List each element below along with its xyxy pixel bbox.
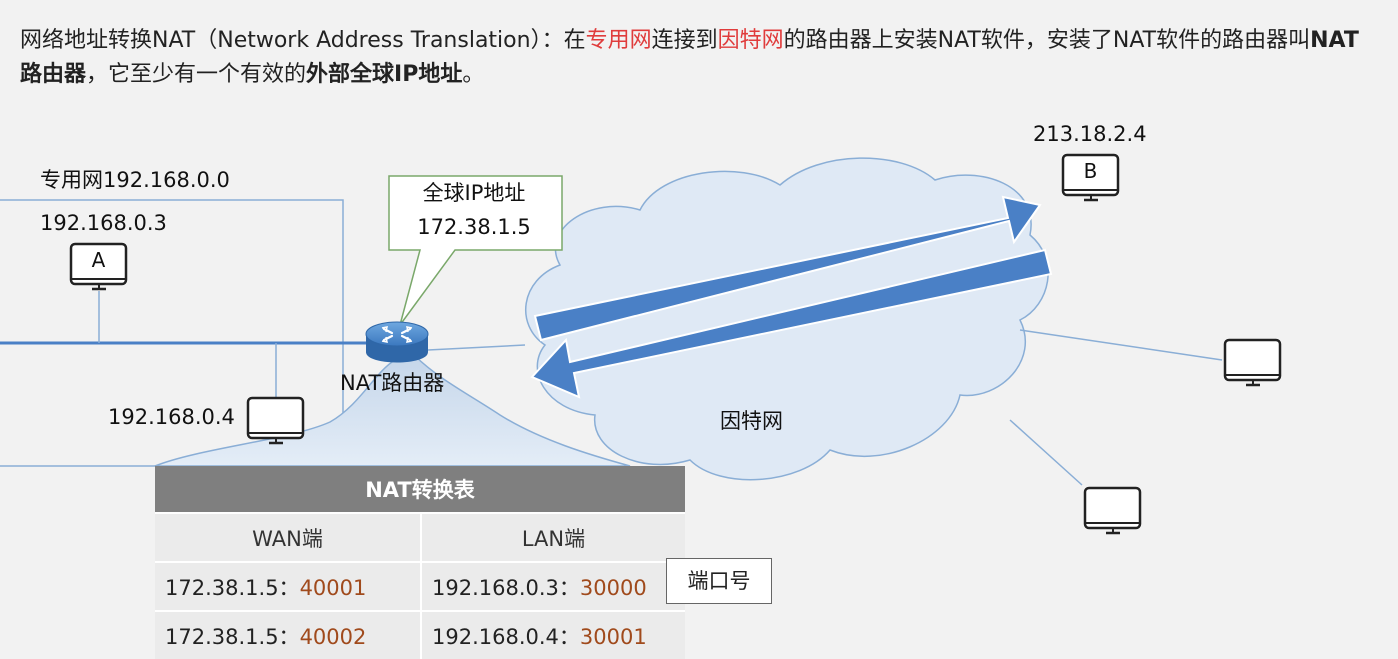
- intro-text-5: 。: [462, 62, 485, 87]
- intro-nat-router: NAT路由器: [20, 28, 1359, 87]
- nat-translation-table: NAT转换表 WAN端 LAN端 172.38.1.5：40001 192.16…: [155, 466, 685, 659]
- nat-table-lan-cell: 192.168.0.4：30001: [420, 610, 685, 659]
- wan-ip: 172.38.1.5：: [165, 624, 300, 649]
- internet-host-link-1: [1019, 329, 1223, 361]
- nat-table-col-wan: WAN端: [155, 512, 421, 562]
- intro-text-1: 网络地址转换NAT（Network Address Translation）：在: [20, 28, 586, 53]
- lan-port: 30001: [579, 624, 647, 649]
- nat-table-wan-cell: 172.38.1.5：40002: [155, 610, 421, 659]
- intro-paragraph: 网络地址转换NAT（Network Address Translation）：在…: [20, 24, 1360, 92]
- computer-icon-internet-host-1: [1223, 338, 1282, 387]
- incoming-arrow: [530, 248, 1053, 399]
- port-number-label: 端口号: [666, 558, 772, 604]
- intro-text-4: ，它至少有一个有效的: [86, 62, 307, 87]
- host-c-ip-label: 192.168.0.4: [108, 405, 235, 429]
- callout-ip: 172.38.1.5: [417, 215, 531, 239]
- router-label: NAT路由器: [340, 371, 445, 395]
- computer-icon-host-c: [246, 396, 305, 445]
- lan-ip: 192.168.0.3：: [432, 575, 580, 600]
- global-ip-callout: [388, 175, 563, 326]
- nat-table-title: NAT转换表: [155, 466, 685, 513]
- internet-host-link-2: [1009, 419, 1083, 486]
- computer-icon-host-b: [1061, 153, 1120, 202]
- intro-global-ip: 外部全球IP地址: [306, 62, 463, 87]
- router-internet-link: [427, 344, 526, 351]
- private-network-label: 专用网192.168.0.0: [40, 168, 230, 192]
- wan-port: 40001: [299, 575, 367, 600]
- lan-ip: 192.168.0.4：: [432, 624, 580, 649]
- global-ip-callout-text: 全球IP地址 172.38.1.5: [390, 176, 558, 244]
- private-network-boundary: [0, 199, 344, 470]
- nat-table-lan-cell: 192.168.0.3：30000: [420, 561, 685, 611]
- router-icon: [365, 321, 429, 363]
- wan-ip: 172.38.1.5：: [165, 575, 300, 600]
- intro-internet: 因特网: [717, 28, 784, 53]
- intro-text-3: 的路由器上安装NAT软件，安装了NAT软件的路由器叫: [783, 28, 1311, 53]
- wan-port: 40002: [299, 624, 367, 649]
- callout-title: 全球IP地址: [422, 181, 526, 205]
- outgoing-arrow: [533, 195, 1042, 342]
- table-row: 172.38.1.5：40002 192.168.0.4：30001: [155, 610, 685, 659]
- host-a-letter: A: [91, 248, 106, 272]
- table-row: 172.38.1.5：40001 192.168.0.3：30000: [155, 561, 685, 611]
- nat-table-wan-cell: 172.38.1.5：40001: [155, 561, 421, 611]
- intro-private-network: 专用网: [585, 28, 652, 53]
- internet-label: 因特网: [720, 409, 783, 433]
- computer-icon-host-a: [69, 242, 128, 291]
- lan-port: 30000: [579, 575, 647, 600]
- host-b-ip-label: 213.18.2.4: [1033, 122, 1147, 146]
- computer-icon-internet-host-2: [1083, 486, 1142, 535]
- intro-text-2: 连接到: [651, 28, 718, 53]
- host-a-ip-label: 192.168.0.3: [40, 211, 167, 235]
- nat-table-col-lan: LAN端: [420, 512, 685, 562]
- host-b-letter: B: [1083, 159, 1098, 183]
